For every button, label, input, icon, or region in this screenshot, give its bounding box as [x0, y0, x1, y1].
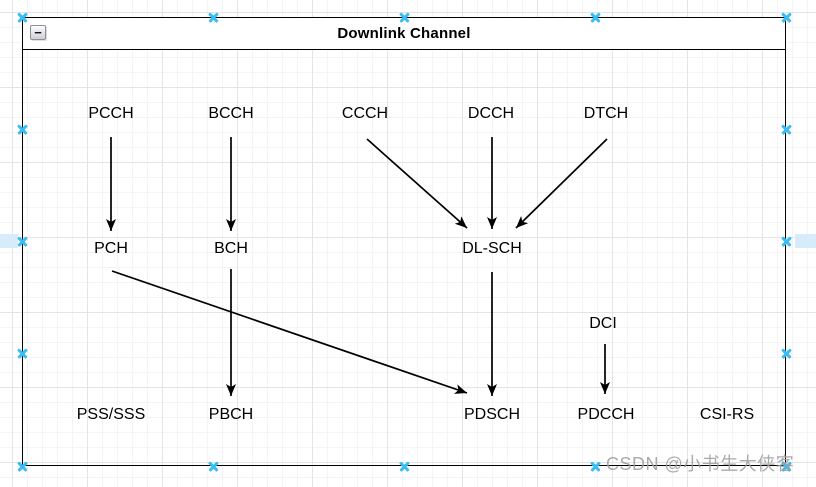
page-title: Downlink Channel [337, 25, 471, 42]
page-strip-left [0, 234, 18, 248]
minus-icon: − [34, 25, 42, 40]
container-shape[interactable]: Downlink Channel − [22, 17, 786, 466]
collapse-button[interactable]: − [30, 25, 46, 40]
title-bar[interactable]: Downlink Channel [23, 18, 785, 50]
watermark: CSDN @小书生大侠客 [606, 454, 795, 474]
page-strip-right [795, 234, 816, 248]
